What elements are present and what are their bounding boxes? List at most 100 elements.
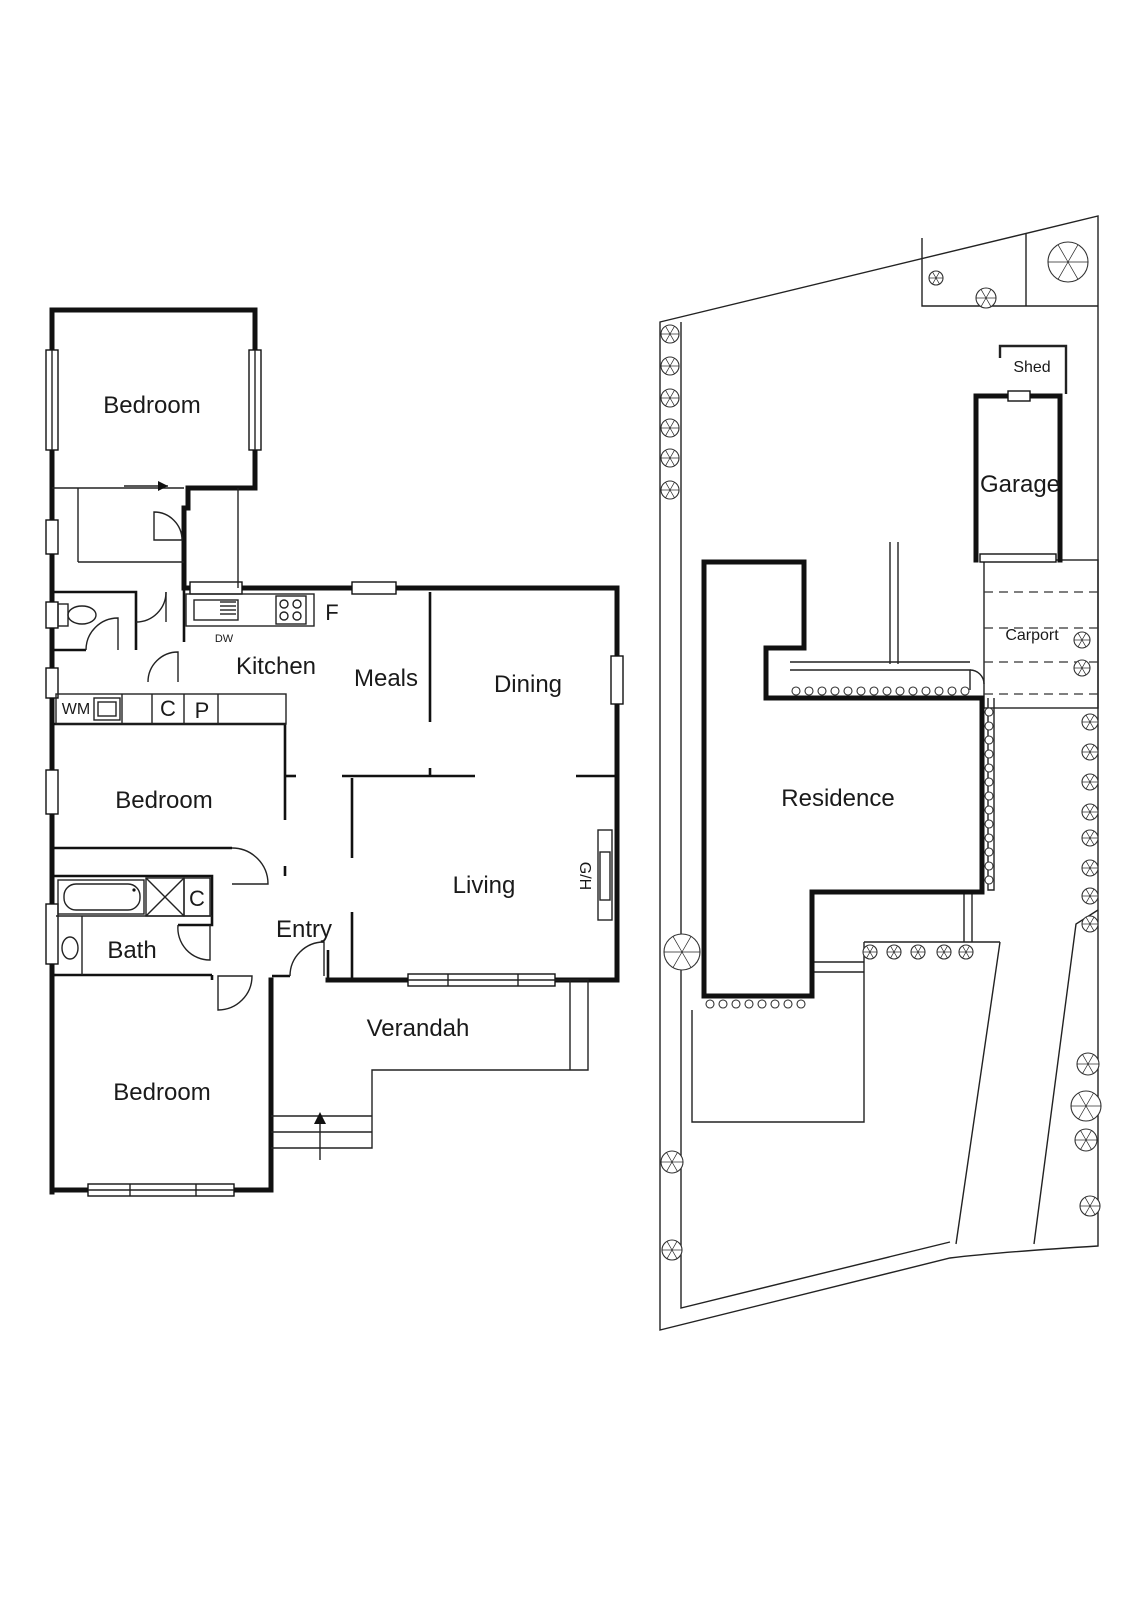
shrub-branch xyxy=(962,951,967,959)
edging-shrub-icon xyxy=(984,735,994,745)
edging-shrub-icon xyxy=(783,999,793,1009)
shrub-branch xyxy=(1085,721,1091,730)
shrub-branch xyxy=(1089,744,1095,753)
shrub-branch xyxy=(980,289,987,299)
edging-shrub-icon xyxy=(770,999,780,1009)
shrub-branch xyxy=(1057,244,1069,263)
shrub-branch xyxy=(1084,1205,1091,1215)
bedroom-label: Bedroom xyxy=(103,392,200,419)
shrub-branch xyxy=(669,489,675,498)
edging-shrub-icon xyxy=(934,686,944,696)
edging-shrub-icon xyxy=(718,999,728,1009)
shrub-branch xyxy=(1089,830,1095,839)
shrub-branch xyxy=(932,271,937,279)
shrub-branch xyxy=(1089,888,1095,897)
shrub-branch xyxy=(869,945,874,953)
carport-label: Carport xyxy=(1005,627,1059,644)
shrub-branch xyxy=(1077,660,1083,669)
shrub-branch xyxy=(669,457,675,466)
shrub-branch xyxy=(1080,1139,1087,1150)
shrub-branch xyxy=(671,1241,678,1251)
shrub-branch xyxy=(940,945,945,953)
edging-shrub-icon xyxy=(921,686,931,696)
edging-shrub-icon xyxy=(960,686,970,696)
shrub-branch xyxy=(943,951,948,959)
shrub-branch xyxy=(1089,867,1095,876)
entry-label: Entry xyxy=(276,916,332,943)
shrub-branch xyxy=(665,365,671,374)
shrub-branch xyxy=(665,420,671,429)
trees xyxy=(660,241,1102,1261)
edging-shrub-icon xyxy=(947,686,957,696)
shrub-branch xyxy=(1082,1063,1089,1074)
shrub-branch xyxy=(1078,1092,1087,1107)
shrub-branch xyxy=(935,271,940,279)
shrub-branch xyxy=(962,945,967,953)
shrub-branch xyxy=(1085,888,1091,897)
shrub-branch xyxy=(1089,1197,1096,1207)
residence-outline xyxy=(701,559,985,999)
dishwasher-label: DW xyxy=(215,633,234,645)
bath-label: Bath xyxy=(107,937,156,964)
shrub-branch xyxy=(669,450,675,459)
edging-shrub-icon xyxy=(984,777,994,787)
shrub-branch xyxy=(1089,804,1095,813)
shrub-branch xyxy=(666,1241,673,1251)
edging-shrub-icon xyxy=(796,999,806,1009)
shrub-branch xyxy=(866,951,871,959)
shrub-branch xyxy=(1089,837,1095,846)
shrub-branch xyxy=(1085,860,1091,869)
shrub-branch xyxy=(1077,667,1083,676)
shrub-branch xyxy=(943,945,948,953)
shrub-branch xyxy=(1089,1205,1096,1215)
shrub-branch xyxy=(1082,1054,1089,1065)
fridge-label: F xyxy=(325,600,338,625)
edging-shrub-icon xyxy=(984,805,994,815)
shrub-branch xyxy=(665,450,671,459)
shrub-branch xyxy=(1084,1197,1091,1207)
shrub-branch xyxy=(1085,781,1091,790)
shrub-branch xyxy=(665,482,671,491)
fixture-labels: F DW WM C P C G/H xyxy=(62,600,593,911)
shrub-branch xyxy=(1085,1092,1094,1107)
shrub-branch xyxy=(672,951,683,968)
shrub-branch xyxy=(1077,639,1083,648)
cupboard-label: C xyxy=(189,886,205,911)
shrub-branch xyxy=(893,951,898,959)
shrub-branch xyxy=(1089,811,1095,820)
garage: Garage xyxy=(973,390,1063,563)
edging-shrub-icon xyxy=(908,686,918,696)
exterior-walls xyxy=(49,307,620,1195)
garage-label: Garage xyxy=(980,471,1060,498)
shrub-branch xyxy=(669,333,675,342)
edging-shrub-icon xyxy=(830,686,840,696)
shrub-branch xyxy=(1057,261,1069,280)
shrub-branch xyxy=(1085,1130,1092,1141)
shrub-branch xyxy=(1085,830,1091,839)
shrub-branch xyxy=(669,482,675,491)
edging-shrub-icon xyxy=(984,707,994,717)
kitchen-label: Kitchen xyxy=(236,653,316,680)
shrub-branch xyxy=(1089,721,1095,730)
verandah-label: Verandah xyxy=(367,1015,470,1042)
shrub-branch xyxy=(1067,261,1079,280)
shrub-branch xyxy=(666,1152,673,1163)
shrub-branch xyxy=(1089,860,1095,869)
shrub-branch xyxy=(965,951,970,959)
shrub-branch xyxy=(869,951,874,959)
shrub-branch xyxy=(671,1152,678,1163)
shrub-branch xyxy=(665,489,671,498)
shrub-branch xyxy=(681,936,692,953)
shrub-branch xyxy=(890,951,895,959)
residence: Residence xyxy=(701,559,985,999)
shrub-branch xyxy=(917,945,922,953)
shrub-branch xyxy=(1081,667,1087,676)
shrub-branch xyxy=(985,289,992,299)
residence-label: Residence xyxy=(781,785,894,812)
edging-shrub-icon xyxy=(984,833,994,843)
edging-shrub-icon xyxy=(856,686,866,696)
edging-shrub-icon xyxy=(984,763,994,773)
shrub-branch xyxy=(1078,1105,1087,1120)
shed-label: Shed xyxy=(1013,359,1050,376)
shrub-branch xyxy=(866,945,871,953)
